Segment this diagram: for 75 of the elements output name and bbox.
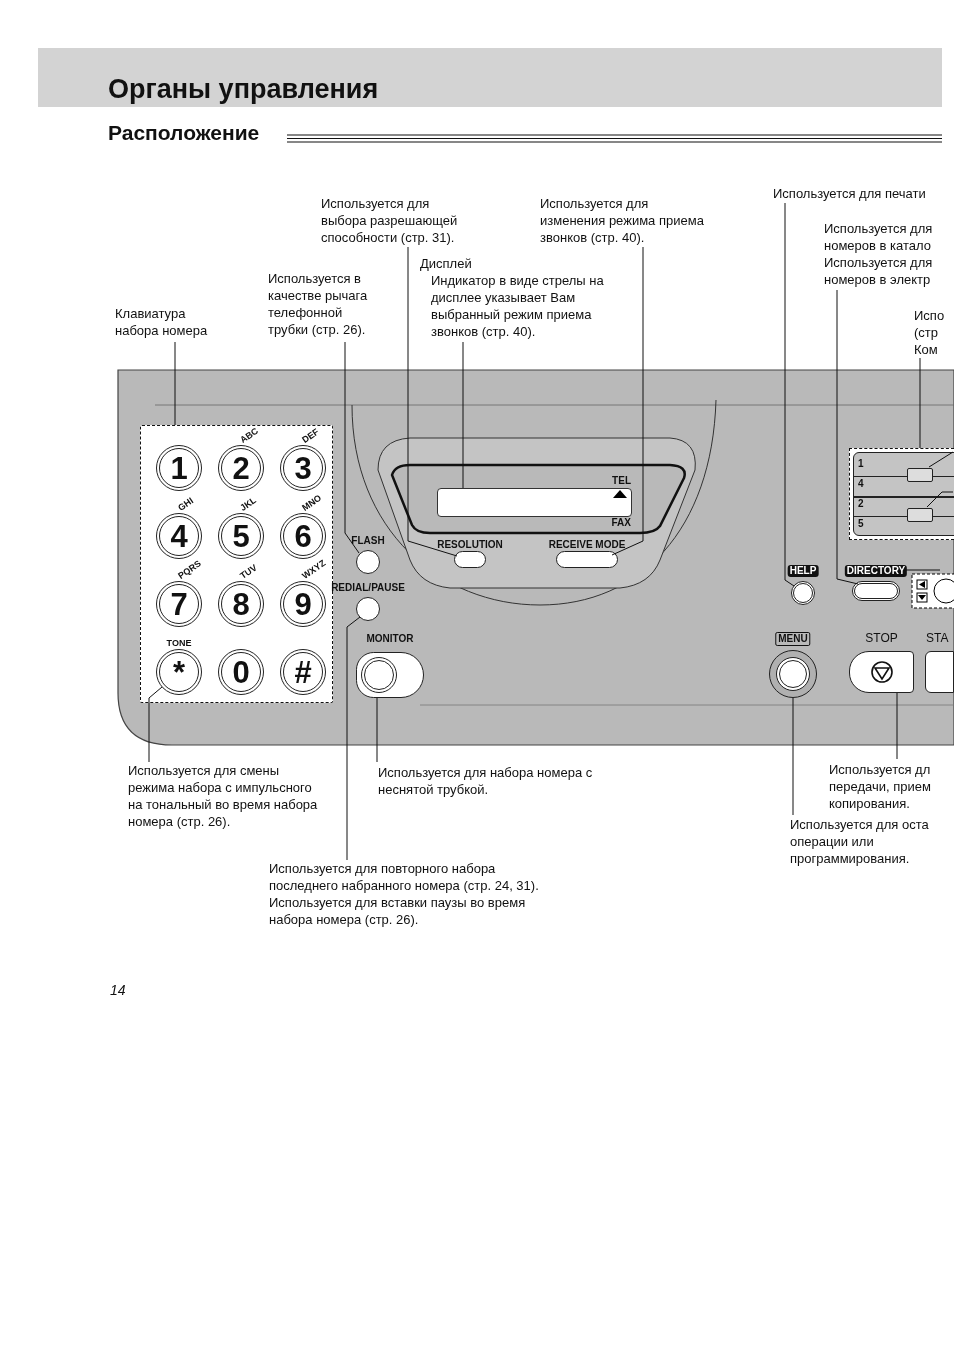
page-number: 14 bbox=[110, 982, 126, 998]
callout-text: Используется для смены режима набора с импульсного на тональный во время набора номера (стр. 26). bbox=[128, 762, 319, 830]
keypad-key bbox=[280, 649, 326, 695]
leader-line bbox=[148, 686, 163, 763]
key-digit: * bbox=[171, 655, 187, 691]
leader-line bbox=[174, 341, 176, 426]
callout-text: Используется для оста операции или программирования. bbox=[790, 816, 930, 867]
key-letters: ABC bbox=[238, 425, 260, 445]
key-letters: TUV bbox=[238, 562, 259, 581]
leader-line bbox=[376, 697, 378, 763]
button-label: MONITOR bbox=[366, 633, 414, 645]
callout-heading: Дисплей bbox=[420, 255, 473, 272]
key-letters: GHI bbox=[176, 495, 196, 513]
key-digit: 8 bbox=[231, 587, 251, 623]
leader-line bbox=[407, 246, 458, 557]
key-digit: 3 bbox=[293, 451, 313, 487]
section-heading: Расположение bbox=[108, 121, 260, 145]
button-label: STOP bbox=[865, 631, 898, 645]
leader-line bbox=[919, 357, 921, 449]
callout-text: Используется для номеров в электр bbox=[824, 254, 934, 288]
leader-line bbox=[926, 491, 954, 508]
callout-text: Используется в качестве рычага телефонной трубки (стр. 26). bbox=[268, 270, 369, 338]
callout-text: Используется для набора номера с неснятой трубкой. bbox=[378, 764, 594, 798]
callout-text: Индикатор в виде стрелы на дисплее указывает Вам выбранный режим приема звонков (стр. 40). bbox=[430, 272, 605, 340]
callout-text: Используется для номеров в катало bbox=[824, 220, 934, 254]
key-letters: JKL bbox=[238, 495, 258, 513]
row-number: 1 bbox=[858, 458, 864, 470]
key-digit: 2 bbox=[231, 451, 251, 487]
button-label: DIRECTORY bbox=[844, 565, 908, 577]
leader-line bbox=[792, 697, 794, 816]
key-digit: 6 bbox=[293, 519, 313, 555]
leader-line bbox=[611, 246, 644, 556]
leader-line bbox=[896, 692, 898, 760]
mode-label: TEL bbox=[612, 475, 631, 487]
button-label: STA bbox=[926, 631, 949, 645]
button-label: RESOLUTION bbox=[437, 539, 503, 551]
key-digit: 9 bbox=[293, 587, 313, 623]
one-touch-button bbox=[907, 508, 933, 522]
leader-line bbox=[928, 451, 954, 468]
key-letters: DEF bbox=[300, 426, 321, 445]
callout-text: Используется для выбора разрешающей способности (стр. 31). bbox=[321, 195, 459, 246]
callout-text: Испо (стр Ком bbox=[914, 307, 946, 358]
callout-text: Используется дл передачи, прием копирования. bbox=[829, 761, 932, 812]
keypad-key bbox=[156, 445, 202, 491]
callout-text: Используется для повторного набора последнего набранного номера (стр. 24, 31). bbox=[269, 860, 540, 894]
button-label: FLASH bbox=[351, 535, 385, 547]
key-digit: 0 bbox=[231, 655, 251, 691]
page-title: Органы управления bbox=[108, 74, 379, 105]
row-number: 5 bbox=[858, 518, 864, 530]
row-number: 2 bbox=[858, 498, 864, 510]
callout-text: Используется для вставки паузы во время набора номера (стр. 26). bbox=[269, 894, 527, 928]
button-label: MENU bbox=[775, 632, 811, 646]
key-digit: 5 bbox=[231, 519, 251, 555]
keypad-key bbox=[218, 649, 264, 695]
leader-line bbox=[784, 202, 795, 587]
leader-line bbox=[346, 616, 361, 861]
row-number: 4 bbox=[858, 478, 864, 490]
key-digit: # bbox=[293, 655, 313, 691]
key-digit: 1 bbox=[169, 451, 189, 487]
key-digit: 4 bbox=[169, 519, 189, 555]
one-touch-panel bbox=[849, 448, 954, 540]
key-letters: TONE bbox=[166, 638, 192, 648]
leader-line bbox=[836, 289, 859, 585]
button-label: RECEIVE MODE bbox=[548, 539, 626, 551]
callout-text: Используется для изменения режима приема звонков (стр. 40). bbox=[540, 195, 705, 246]
callout-text: Клавиатура набора номера bbox=[115, 305, 209, 339]
leader-line bbox=[462, 341, 464, 489]
key-digit: 7 bbox=[169, 587, 189, 623]
keypad-panel bbox=[140, 425, 333, 703]
leader-line bbox=[344, 341, 360, 554]
one-touch-button bbox=[907, 468, 933, 482]
callout-text: Используется для печати bbox=[773, 185, 927, 202]
button-label: REDIAL/PAUSE bbox=[331, 582, 405, 594]
mode-label: FAX bbox=[611, 517, 631, 529]
button-label: HELP bbox=[787, 565, 819, 577]
